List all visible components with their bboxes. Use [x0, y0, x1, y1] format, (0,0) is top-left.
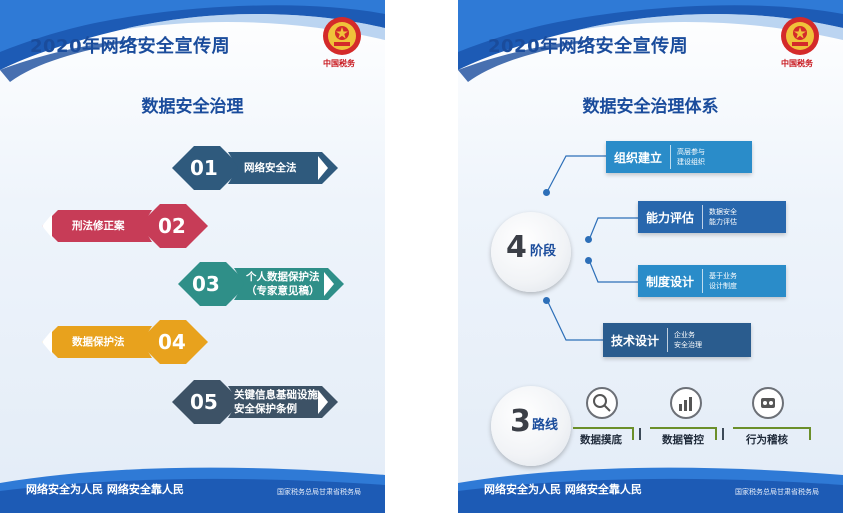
box-title: 组织建立	[614, 150, 663, 165]
magnifier-icon	[586, 387, 618, 419]
box-desc-line2: 能力评估	[709, 218, 738, 226]
law-item-04: 数据保护法 04	[40, 320, 208, 364]
audit-icon	[752, 387, 784, 419]
box-desc: 高层参与建设组织	[671, 147, 711, 167]
law-item-02: 刑法修正案 02	[40, 204, 208, 248]
stage-box-4: 技术设计 企业务安全治理	[603, 323, 751, 357]
box-desc-line1: 企业务	[674, 331, 696, 339]
header-wave	[458, 0, 843, 82]
law-label: 关键信息基础设施 安全保护条例	[234, 388, 318, 416]
law-label: 网络安全法	[244, 162, 297, 174]
route-lines	[573, 427, 811, 440]
route-label: 数据摸底	[580, 434, 622, 446]
poster-subtitle: 数据安全治理体系	[582, 97, 719, 117]
footer-wave	[0, 467, 385, 513]
footer-org: 国家税务总局甘肃省税务局	[735, 488, 819, 496]
box-desc-line2: 设计制度	[709, 282, 738, 290]
connector-dot	[585, 257, 592, 264]
route-label: 行为稽核	[746, 434, 788, 446]
law-label-line2: （专家意见稿）	[246, 285, 320, 297]
poster-right: 2020年网络安全宣传周 中国税务 数据安全治理体系 4 阶段 组织建立 高层参…	[458, 0, 843, 513]
law-label: 个人数据保护法 （专家意见稿）	[246, 270, 320, 298]
route-text: 路线	[532, 418, 559, 433]
stage-circle	[491, 212, 571, 292]
box-desc-line1: 基于业务	[709, 272, 738, 280]
box-divider	[670, 145, 672, 169]
route-label: 数据管控	[662, 434, 704, 446]
box-desc-line1: 高层参与	[677, 148, 706, 156]
box-divider	[667, 328, 669, 352]
law-label-line1: 个人数据保护法	[246, 271, 320, 283]
law-item-03: 03 个人数据保护法 （专家意见稿）	[178, 262, 346, 306]
connector-dot	[543, 297, 550, 304]
law-number: 05	[190, 390, 218, 414]
law-number: 04	[158, 330, 186, 354]
poster-subtitle: 数据安全治理	[141, 97, 244, 117]
box-desc: 数据安全能力评估	[703, 207, 743, 227]
law-number: 02	[158, 214, 186, 238]
box-desc-line1: 数据安全	[709, 208, 738, 216]
footer-slogan: 网络安全为人民 网络安全靠人民	[484, 483, 642, 496]
poster-title: 2020年网络安全宣传周	[30, 36, 231, 57]
brand-label: 中国税务	[323, 58, 355, 68]
stage-connectors	[546, 155, 638, 341]
poster-left: 2020年网络安全宣传周 中国税务 数据安全治理 01 网络安全法 刑法修正案 …	[0, 0, 385, 513]
header-wave	[0, 0, 385, 82]
bar-chart-icon	[670, 387, 702, 419]
law-number: 01	[190, 156, 218, 180]
box-title: 技术设计	[611, 333, 660, 348]
law-item-05: 05 关键信息基础设施 安全保护条例	[172, 380, 340, 424]
box-divider	[702, 205, 704, 229]
footer-wave	[458, 467, 843, 513]
box-divider	[702, 269, 704, 293]
stage-text: 阶段	[530, 244, 557, 259]
route-circle	[491, 386, 571, 466]
tax-emblem-icon	[323, 17, 361, 55]
law-number: 03	[192, 272, 220, 296]
law-label-line1: 关键信息基础设施	[234, 389, 318, 401]
law-item-01: 01 网络安全法	[172, 146, 340, 190]
stage-number: 4	[506, 230, 527, 265]
footer-org: 国家税务总局甘肃省税务局	[277, 488, 361, 496]
box-desc: 企业务安全治理	[668, 330, 708, 350]
brand-label: 中国税务	[781, 58, 813, 68]
stage-box-2: 能力评估 数据安全能力评估	[638, 201, 786, 233]
box-title: 能力评估	[646, 210, 695, 225]
route-number: 3	[510, 404, 531, 439]
poster-title: 2020年网络安全宣传周	[488, 36, 689, 57]
box-desc: 基于业务设计制度	[703, 271, 743, 291]
connector-dot	[585, 236, 592, 243]
stage-box-1: 组织建立 高层参与建设组织	[606, 141, 752, 173]
connector-dot	[543, 189, 550, 196]
footer-slogan: 网络安全为人民 网络安全靠人民	[26, 483, 184, 496]
tax-emblem-icon	[781, 17, 819, 55]
law-label: 数据保护法	[72, 336, 125, 348]
law-label: 刑法修正案	[72, 220, 125, 232]
box-desc-line2: 建设组织	[677, 158, 706, 166]
box-title: 制度设计	[646, 274, 695, 289]
box-desc-line2: 安全治理	[674, 341, 703, 349]
stage-box-3: 制度设计 基于业务设计制度	[638, 265, 786, 297]
law-label-line2: 安全保护条例	[234, 403, 297, 415]
